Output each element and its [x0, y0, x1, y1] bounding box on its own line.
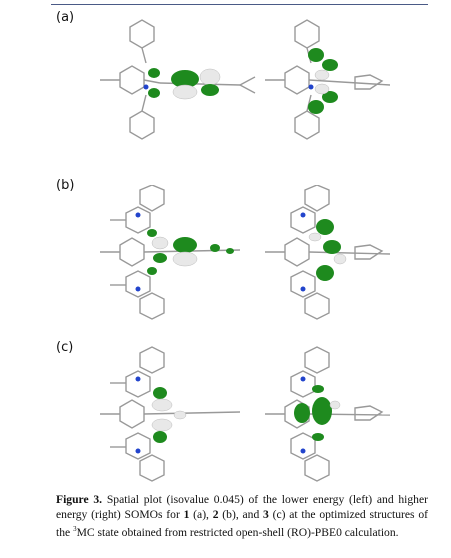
- caption-text-5: MC state obtained from restricted open-s…: [76, 525, 399, 539]
- caption-text-1: Spatial plot (isovalue 0.045) of the low…: [56, 493, 428, 521]
- somo-plot-c: [100, 346, 390, 482]
- panel-label-a: (a): [56, 10, 75, 25]
- caption-text-4: (c) at the optimized structures of the: [56, 508, 428, 539]
- caption-text-2: (a),: [189, 508, 213, 521]
- panel-label-b: (b): [56, 178, 75, 193]
- somo-plot-a: [100, 19, 390, 140]
- somo-plot-b: [100, 185, 390, 320]
- caption-compound-2: 2: [212, 508, 219, 521]
- panel-label-c: (c): [56, 340, 74, 355]
- top-rule: [51, 4, 428, 5]
- caption-text-3: (b), and: [218, 508, 264, 521]
- caption-compound-3: 3: [263, 508, 269, 521]
- caption-compound-1: 1: [183, 508, 190, 521]
- caption-superscript: 3: [73, 525, 77, 533]
- caption-figure-label: Figure 3.: [56, 493, 103, 506]
- figure-caption: Figure 3. Spatial plot (isovalue 0.045) …: [56, 492, 428, 540]
